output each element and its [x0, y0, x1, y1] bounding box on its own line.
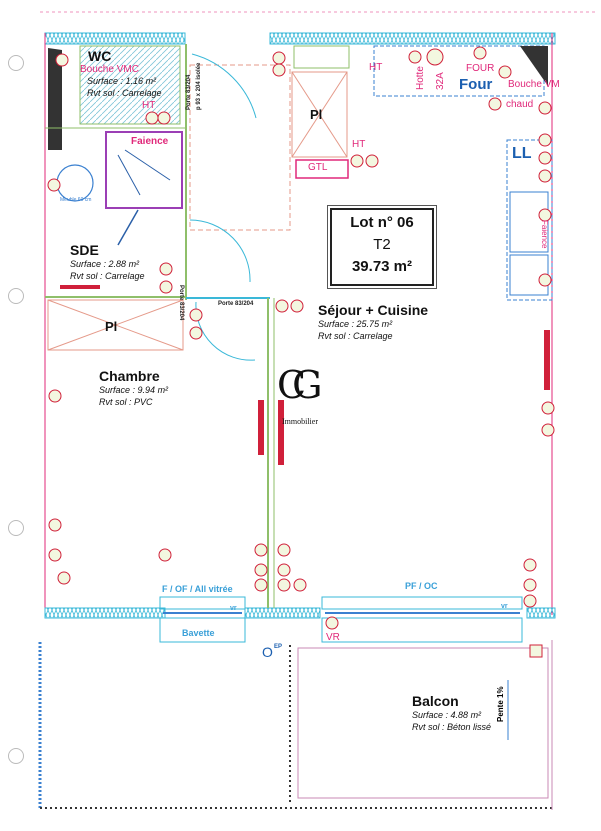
chauffe-eau-label: chaud: [506, 99, 534, 110]
bouche-vmc-label: Bouche VMC: [80, 64, 139, 75]
gtl-label: GTL: [308, 162, 328, 173]
lot-type: T2: [373, 236, 391, 253]
door-sde-label: Porte 83/204: [178, 285, 184, 321]
binder-hole: [8, 55, 24, 71]
four-socket-label: FOUR: [466, 63, 495, 74]
window-chambre-label: F / OF / All vitrée: [162, 584, 233, 594]
balcon-floor: Rvt sol : Béton lissé: [412, 722, 492, 732]
wc-surface: Surface : 1.16 m²: [87, 76, 157, 86]
lot-summary-box: Lot n° 06 T2 39.73 m²: [327, 205, 437, 289]
faience-kitchen-label: Faience: [540, 220, 549, 249]
door-wc-label: Porte 83/204: [186, 74, 192, 110]
sde-floor: Rvt sol : Carrelage: [70, 271, 145, 281]
door-chambre-label: Porte 83/204: [218, 301, 254, 307]
room-name-balcon: Balcon: [412, 693, 459, 709]
binder-hole: [8, 520, 24, 536]
sejour-surface: Surface : 25.75 m²: [318, 319, 393, 329]
vr-label: vr: [501, 603, 508, 610]
wc-floor: Rvt sol : Carrelage: [87, 88, 162, 98]
chambre-floor: Rvt sol : PVC: [99, 397, 153, 407]
door-wc-spec: p 93 x 204 isolée: [196, 62, 202, 110]
bavette-label: Bavette: [182, 628, 215, 638]
room-name-sde: SDE: [70, 242, 99, 258]
room-name-chambre: Chambre: [99, 368, 160, 384]
room-name-wc: WC: [88, 48, 112, 64]
slope-label: Pente 1%: [496, 686, 505, 722]
32a-label: 32A: [435, 72, 446, 90]
binder-hole: [8, 748, 24, 764]
vr-socket-label: VR: [326, 632, 340, 643]
room-name-sejour: Séjour + Cuisine: [318, 302, 429, 318]
meuble-label: Meuble 60 cm: [60, 197, 92, 203]
ep-icon: O: [262, 644, 273, 660]
bouche-vm-label: Bouche VM: [508, 79, 560, 90]
balcon-surface: Surface : 4.88 m²: [412, 710, 482, 720]
vr-label: vr: [230, 605, 237, 612]
lot-number: Lot n° 06: [350, 214, 414, 231]
chambre-surface: Surface : 9.94 m²: [99, 385, 169, 395]
ep-label: EP: [274, 644, 283, 650]
window-sejour-label: PF / OC: [405, 581, 438, 591]
hotte-label: Hotte: [415, 66, 426, 90]
sejour-floor: Rvt sol : Carrelage: [318, 331, 393, 341]
sde-surface: Surface : 2.88 m²: [70, 259, 140, 269]
closet-sejour-label: Pl: [310, 107, 323, 122]
binder-hole: [8, 288, 24, 304]
ht-label: HT: [369, 62, 383, 73]
lave-linge-label: LL: [512, 145, 532, 162]
closet-chambre-label: Pl: [105, 319, 118, 334]
oven-label: Four: [459, 76, 493, 93]
faience-label: Faience: [131, 136, 169, 147]
cg-logo: CG: [277, 363, 323, 407]
ht-label: HT: [142, 100, 156, 111]
ht-label: HT: [352, 139, 366, 150]
lot-area: 39.73 m²: [351, 258, 413, 275]
logo-subtitle: Immobilier: [282, 417, 318, 426]
